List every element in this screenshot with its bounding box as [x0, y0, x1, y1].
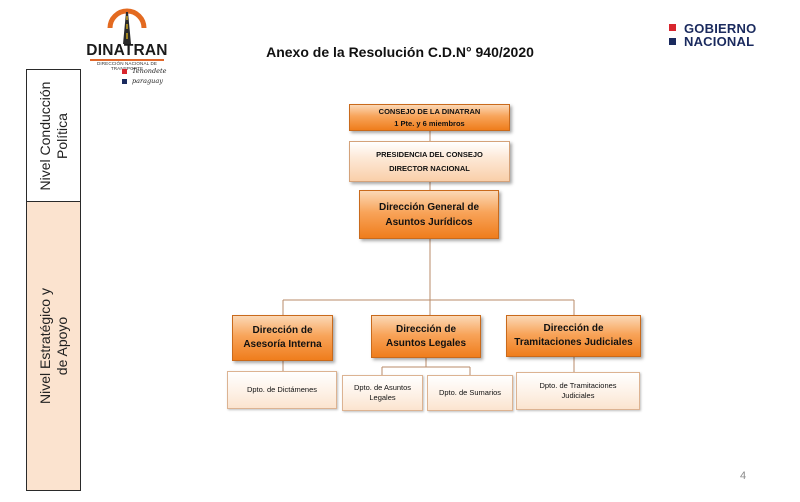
level-label-bottom: Nivel Estratégico y de Apoyo [37, 288, 71, 404]
logo-underline [90, 59, 164, 61]
tramitaciones-line-1: Dirección de [543, 323, 604, 334]
level-top-line-1: Nivel Conducción [36, 81, 53, 190]
dpto-asuntos-line-1: Dpto. de Asuntos [353, 383, 412, 392]
asesoria-line-1: Dirección de [252, 325, 313, 336]
box-presidencia: PRESIDENCIA DEL CONSEJO DIRECTOR NACIONA… [349, 141, 510, 182]
flag-red-icon [669, 24, 676, 31]
asuntos-legales-line-1: Dirección de [395, 323, 457, 335]
dinatran-logo: DINATRAN DIRECCIÓN NACIONAL DE TRANSPORT… [86, 4, 168, 88]
slogan-line-2: paraguay [132, 77, 163, 85]
slogan-line-1: Tenondete [132, 67, 167, 75]
consejo-line-1: CONSEJO DE LA DINATRAN [378, 106, 481, 116]
dictamenes-line-1: Dpto. de Dictámenes [246, 385, 318, 394]
blue-square-icon [122, 79, 127, 84]
asesoria-line-2: Asesoría Interna [243, 339, 322, 350]
box-dpto-tramitaciones: Dpto. de Tramitaciones Judiciales [516, 372, 640, 410]
box-consejo: CONSEJO DE LA DINATRAN 1 Pte. y 6 miembr… [349, 104, 510, 131]
road-logo-icon [106, 8, 148, 48]
sumarios-line-1: Dpto. de Sumarios [438, 388, 502, 397]
box-dpto-asuntos-legales: Dpto. de Asuntos Legales [342, 375, 423, 411]
presidencia-line-2: DIRECTOR NACIONAL [389, 163, 470, 173]
dgaj-line-1: Dirección General de [378, 201, 480, 213]
level-estrategico-apoyo: Nivel Estratégico y de Apoyo [27, 202, 80, 490]
level-top-line-2: Política [53, 112, 70, 159]
box-direccion-tramitaciones: Dirección de Tramitaciones Judiciales [506, 315, 641, 357]
red-square-icon [122, 69, 127, 74]
gobierno-nacional-logo: GOBIERNO NACIONAL [668, 22, 768, 52]
asuntos-legales-line-2: Asuntos Legales [385, 337, 467, 349]
dpto-tramitaciones-line-2: Judiciales [561, 391, 595, 400]
tramitaciones-line-2: Tramitaciones Judiciales [514, 337, 633, 348]
logo-wordmark: DINATRAN [86, 42, 168, 59]
box-direccion-general: Dirección General de Asuntos Jurídicos [359, 190, 499, 239]
slogan-mark: Tenondete paraguay [122, 67, 182, 89]
level-conduccion-politica: Nivel Conducción Política [27, 70, 80, 202]
level-column: Nivel Conducción Política Nivel Estratég… [26, 69, 81, 491]
consejo-line-2: 1 Pte. y 6 miembros [394, 118, 465, 128]
page-number: 4 [740, 470, 747, 482]
dpto-asuntos-line-2: Legales [369, 393, 396, 402]
dgaj-line-2: Asuntos Jurídicos [385, 216, 473, 228]
gob-line-2: NACIONAL [684, 34, 755, 49]
page-title: Anexo de la Resolución C.D.N° 940/2020 [266, 44, 534, 60]
level-bottom-line-2: de Apoyo [53, 316, 70, 376]
flag-blue-icon [669, 38, 676, 45]
presidencia-line-1: PRESIDENCIA DEL CONSEJO [376, 149, 483, 159]
level-bottom-line-1: Nivel Estratégico y [36, 288, 53, 404]
box-dpto-dictamenes: Dpto. de Dictámenes [227, 371, 337, 409]
level-label-top: Nivel Conducción Política [37, 81, 71, 190]
box-direccion-asesoria: Dirección de Asesoría Interna [232, 315, 333, 361]
box-dpto-sumarios: Dpto. de Sumarios [427, 375, 513, 411]
box-direccion-asuntos-legales: Dirección de Asuntos Legales [371, 315, 481, 358]
dpto-tramitaciones-line-1: Dpto. de Tramitaciones [539, 381, 617, 390]
logo-subtext: DIRECCIÓN NACIONAL DE TRANSPORTE [96, 61, 158, 71]
gob-line-1: GOBIERNO [684, 21, 757, 36]
